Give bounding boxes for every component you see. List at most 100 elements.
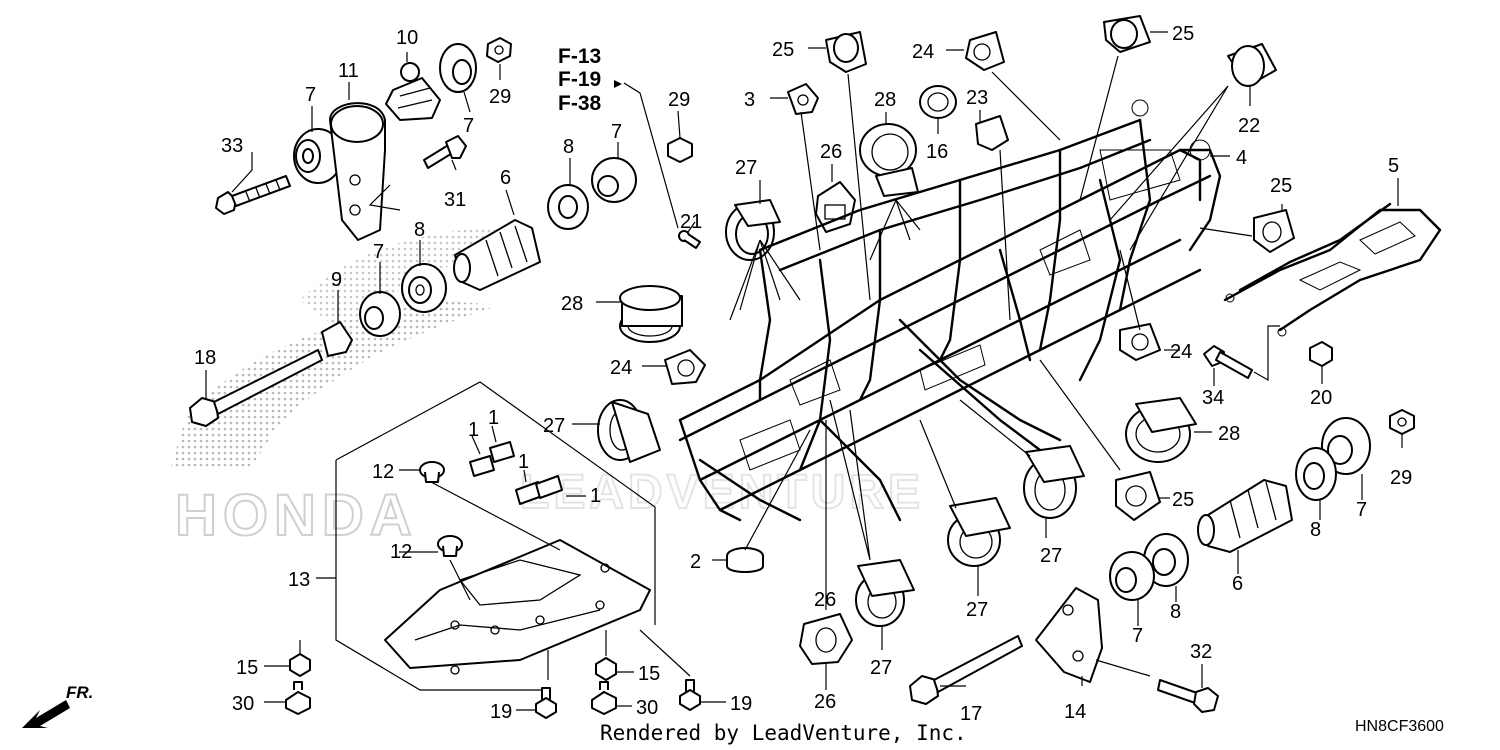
callout-12: 12 [390, 541, 412, 563]
bushing-8-mid [401, 263, 447, 313]
callout-24: 24 [1170, 341, 1192, 363]
callout-7: 7 [463, 115, 474, 137]
nut-29-top [486, 37, 512, 63]
clamp-25-lower-right [1115, 471, 1161, 521]
bushing-8-right [1295, 447, 1337, 501]
bushing-7-top [439, 43, 477, 93]
bolt-19-right [679, 679, 701, 711]
clip-12-upper [419, 461, 445, 483]
clip-12-lower [437, 535, 463, 557]
callout-6: 6 [1232, 573, 1243, 595]
callout-13: 13 [288, 569, 310, 591]
svg-text:FR.: FR. [66, 683, 93, 702]
callout-3: 3 [744, 89, 755, 111]
callout-10: 10 [396, 27, 418, 49]
callout-11: 11 [338, 60, 359, 82]
rubber-pad-1b [489, 441, 515, 463]
callout-28: 28 [874, 89, 896, 111]
collar-9 [321, 321, 353, 357]
callout-8: 8 [1310, 519, 1321, 541]
collar-6-right [1197, 479, 1293, 553]
front-arrow-icon: FR. [22, 683, 93, 728]
clamp-27-upper [725, 199, 781, 261]
rendered-by-footer: Rendered by LeadVenture, Inc. [600, 721, 967, 745]
callout-8: 8 [1170, 601, 1181, 623]
callout-1: 1 [590, 485, 601, 507]
bolt-31 [423, 135, 467, 169]
callout-22: 22 [1238, 115, 1260, 137]
engine-hanger-11 [329, 102, 386, 241]
skid-plate-13 [384, 539, 651, 675]
skid-plate-bracket-outline [335, 381, 656, 691]
clamp-23 [975, 115, 1009, 151]
clamp-26-lower [799, 613, 853, 665]
callout-24: 24 [610, 357, 632, 379]
rubber-pad-1d [535, 475, 563, 499]
callout-23: 23 [966, 87, 988, 109]
callout-7: 7 [1356, 499, 1367, 521]
callout-26: 26 [814, 589, 836, 611]
callout-27: 27 [966, 599, 988, 621]
callout-27: 27 [735, 157, 757, 179]
callout-27: 27 [543, 415, 565, 437]
callout-29: 29 [668, 89, 690, 111]
bushing-7-mid [359, 291, 401, 337]
callout-labels: 33 7 11 10 7 29 31 6 8 7 8 7 9 18 29 21 … [194, 23, 1412, 725]
callout-31: 31 [444, 189, 466, 211]
clamp-25-top-right [1103, 15, 1151, 53]
callout-15: 15 [236, 657, 258, 679]
callout-29: 29 [1390, 467, 1412, 489]
callout-28: 28 [1218, 423, 1240, 445]
nut-29-center [667, 137, 693, 163]
bolt-17 [909, 635, 1023, 705]
bolt-19-left [535, 687, 557, 719]
nut-15-left [289, 653, 311, 677]
bolt-21 [678, 230, 701, 249]
bolt-30-left [285, 681, 311, 715]
nut-15-right [595, 657, 617, 681]
callout-25: 25 [1270, 175, 1292, 197]
callout-1: 1 [488, 407, 499, 429]
callout-5: 5 [1388, 155, 1399, 177]
callout-19: 19 [490, 701, 512, 723]
clamp-28-left [619, 285, 683, 343]
clamp-24-right [1119, 323, 1161, 361]
callout-26: 26 [820, 141, 842, 163]
grommet-16 [919, 85, 957, 119]
callout-15: 15 [638, 663, 660, 685]
bushing-7-upper-left [293, 128, 343, 184]
diagram-code: HN8CF3600 [1355, 718, 1444, 735]
callout-29: 29 [489, 86, 511, 108]
callout-8: 8 [563, 136, 574, 158]
fig-ref-f19: F-19 [558, 68, 601, 91]
callout-2: 2 [690, 551, 701, 573]
callout-32: 32 [1190, 641, 1212, 663]
clamp-26-upper [815, 181, 856, 233]
callout-12: 12 [372, 461, 394, 483]
callout-30: 30 [232, 693, 254, 715]
grommet-2 [726, 547, 764, 573]
fig-ref-f38: F-38 [558, 92, 602, 115]
callout-7: 7 [611, 121, 622, 143]
callout-1: 1 [468, 419, 479, 441]
rubber-pad-1a [469, 455, 495, 477]
bushing-7-lower-right [1109, 551, 1155, 601]
clamp-24-top [965, 31, 1005, 71]
callout-25: 25 [1172, 489, 1194, 511]
callout-28: 28 [561, 293, 583, 315]
nut-29-right [1389, 409, 1415, 435]
callout-7: 7 [1132, 625, 1143, 647]
callout-34: 34 [1202, 387, 1224, 409]
callout-17: 17 [960, 703, 982, 725]
callout-7: 7 [373, 241, 384, 263]
bushing-7-upper-mid [591, 157, 637, 203]
engine-hanger-14 [1035, 587, 1103, 683]
callout-16: 16 [926, 141, 948, 163]
bushing-8-lower-right [1143, 533, 1189, 587]
bolt-34 [1203, 345, 1253, 379]
callout-25: 25 [1172, 23, 1194, 45]
honda-watermark: HONDA LEADVENTURE [170, 225, 921, 549]
clamp-28-right [1125, 397, 1197, 463]
callout-26: 26 [814, 691, 836, 713]
callout-1: 1 [518, 451, 529, 473]
